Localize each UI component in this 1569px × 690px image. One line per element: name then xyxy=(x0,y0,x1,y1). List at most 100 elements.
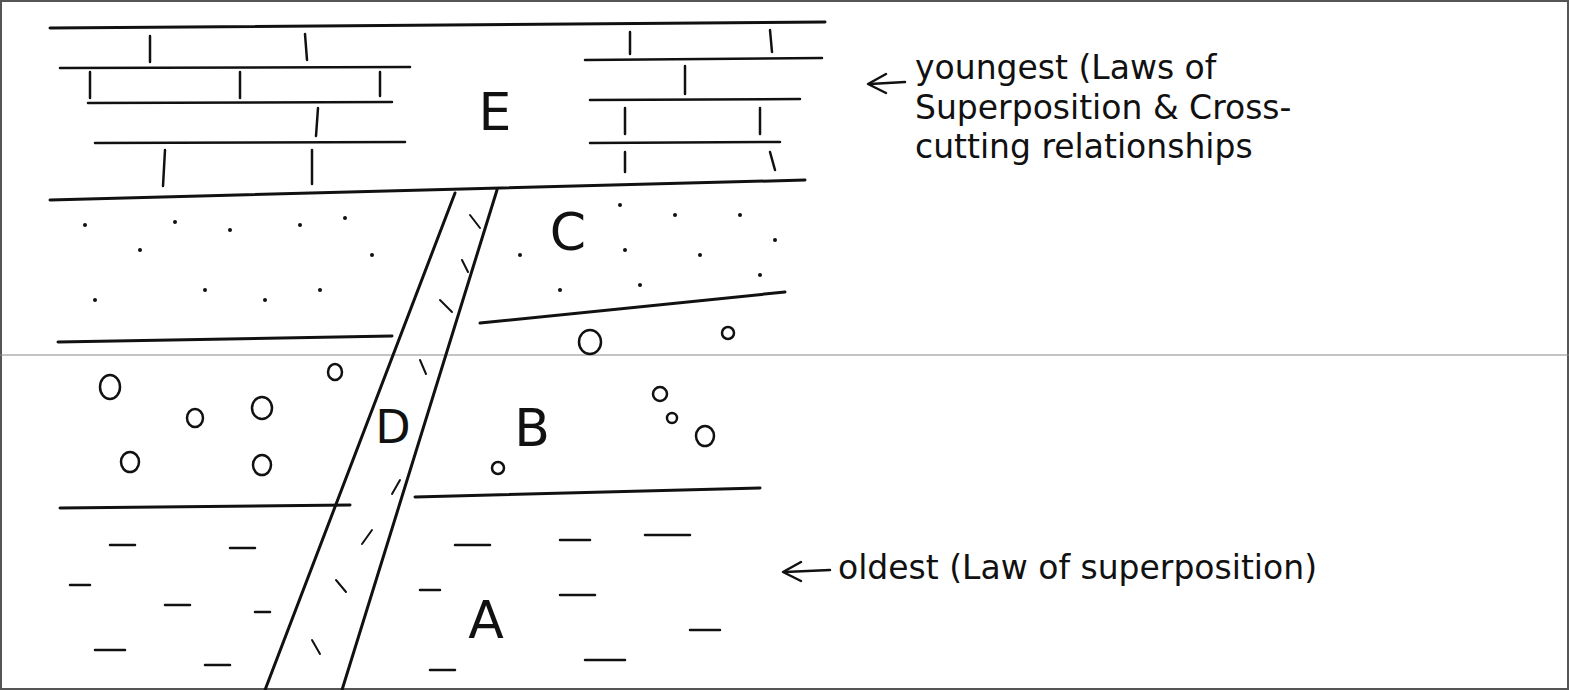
annotation-note: oldest (Law of superposition) xyxy=(838,548,1317,588)
dike-texture xyxy=(336,580,346,592)
conglomerate-pebble xyxy=(722,327,734,339)
dike-texture xyxy=(362,530,372,544)
limestone-brick xyxy=(590,99,800,100)
limestone-brick xyxy=(316,108,318,136)
limestone-brick xyxy=(770,152,775,170)
limestone-brick xyxy=(379,72,382,96)
shale-dashe xyxy=(560,539,590,542)
limestone-brick xyxy=(88,102,392,103)
sandstone-dot xyxy=(558,288,562,292)
layer-boundarie xyxy=(60,505,350,508)
sandstone-dot xyxy=(638,283,642,287)
layer-letter: B xyxy=(514,397,550,459)
layer-boundarie xyxy=(415,488,760,497)
limestone-brick xyxy=(60,67,410,68)
dike-texture xyxy=(392,480,400,494)
shale-dashe xyxy=(585,659,625,662)
conglomerate-pebbles xyxy=(100,327,734,475)
dike-texture xyxy=(462,260,468,272)
conglomerate-pebble xyxy=(252,397,272,419)
conglomerate-pebble xyxy=(100,375,120,399)
conglomerate-pebble xyxy=(492,462,504,474)
limestone-brick xyxy=(770,30,772,52)
sandstone-dot xyxy=(518,253,522,257)
conglomerate-pebble xyxy=(653,387,667,401)
shale-dashe xyxy=(420,589,440,592)
sandstone-dot xyxy=(370,253,374,257)
limestone-brick xyxy=(629,32,632,54)
layer-boundarie xyxy=(480,292,785,323)
sandstone-dot xyxy=(318,288,322,292)
layer-letter: D xyxy=(375,400,410,455)
layer-letter: A xyxy=(468,589,504,651)
layer-boundarie xyxy=(58,336,392,342)
sandstone-dot xyxy=(83,223,87,227)
layer-letter: E xyxy=(479,81,512,143)
shale-dashe xyxy=(205,664,230,667)
sandstone-dot xyxy=(758,273,762,277)
shale-dashe xyxy=(230,547,255,550)
dike-texture xyxy=(312,215,480,654)
limestone-brick xyxy=(149,36,152,62)
sandstone-dot xyxy=(228,228,232,232)
layer-boundaries xyxy=(50,22,825,508)
conglomerate-pebble xyxy=(121,452,139,472)
limestone-brick xyxy=(590,142,780,143)
limestone-brick xyxy=(95,142,405,143)
dike-outline xyxy=(265,190,497,690)
dike-texture xyxy=(312,640,320,654)
sandstone-dot xyxy=(623,248,627,252)
limestone-brick xyxy=(239,72,242,98)
limestone-brick xyxy=(305,34,307,60)
conglomerate-pebble xyxy=(253,455,271,475)
sandstone-dot xyxy=(298,223,302,227)
sandstone-dot xyxy=(618,203,622,207)
layer-letter: C xyxy=(550,201,586,263)
layer-boundarie xyxy=(50,22,825,28)
sandstone-dot xyxy=(738,213,742,217)
conglomerate-pebble xyxy=(579,330,601,354)
limestone-brick xyxy=(89,72,92,98)
shale-dashe xyxy=(70,584,90,587)
shale-dashes xyxy=(70,535,720,670)
shale-dashe xyxy=(255,611,270,614)
limestone-brick xyxy=(624,152,627,172)
shale-dashe xyxy=(690,629,720,632)
pointer-arrows xyxy=(783,74,905,581)
dike-texture xyxy=(470,215,480,228)
shale-dashe xyxy=(95,649,125,652)
shale-dashe xyxy=(645,534,690,537)
limestone-brick xyxy=(759,108,762,134)
limestone-brick xyxy=(684,66,687,94)
limestone-brick xyxy=(585,58,822,60)
conglomerate-pebble xyxy=(667,413,677,423)
sandstone-dot xyxy=(263,298,267,302)
pointer-arrow xyxy=(870,82,905,84)
shale-dashe xyxy=(165,604,190,607)
limestone-brick xyxy=(163,150,165,186)
shale-dashe xyxy=(430,669,455,672)
dike-outline xyxy=(265,193,455,690)
limestone-brick xyxy=(624,108,627,134)
conglomerate-pebble xyxy=(696,426,714,446)
pointer-arrow xyxy=(785,570,830,572)
sandstone-dot xyxy=(93,298,97,302)
shale-dashe xyxy=(455,544,490,547)
pointer-arrow xyxy=(783,562,801,581)
scan-line xyxy=(0,355,1569,356)
shale-dashe xyxy=(110,544,135,547)
sandstone-dot xyxy=(173,220,177,224)
sandstone-dot xyxy=(673,213,677,217)
sandstone-dot xyxy=(773,238,777,242)
limestone-brick xyxy=(311,150,314,184)
conglomerate-pebble xyxy=(328,364,342,380)
sandstone-dot xyxy=(698,253,702,257)
sandstone-dot xyxy=(203,288,207,292)
sandstone-dots xyxy=(83,203,777,302)
dike-texture xyxy=(420,360,426,374)
dike-texture xyxy=(440,300,452,312)
